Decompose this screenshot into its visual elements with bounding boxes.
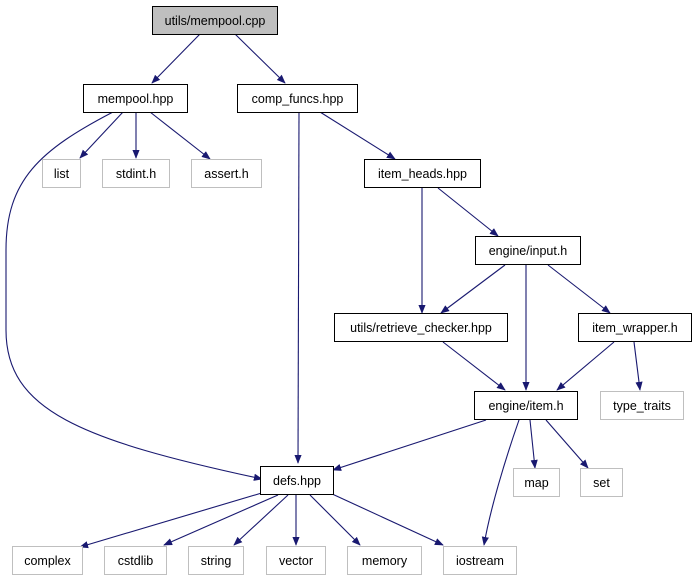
node-item-wrapper-h[interactable]: item_wrapper.h: [578, 313, 692, 342]
edge-mempool-cpp-comp-funcs: [234, 33, 286, 84]
edge-defs-iostream: [329, 492, 444, 546]
edge-wrapper-type-traits: [633, 341, 643, 391]
edge-input-wrapper: [547, 264, 611, 314]
node-list: list: [42, 159, 81, 188]
edge-item-defs: [332, 419, 487, 471]
node-engine-item-h[interactable]: engine/item.h: [474, 391, 578, 420]
edge-mempool-hpp-assert: [149, 111, 211, 160]
edge-retrieve-item: [442, 341, 506, 391]
edge-input-retrieve: [440, 264, 506, 314]
edge-item-set: [545, 419, 589, 469]
node-memory: memory: [347, 546, 422, 575]
edge-comp-funcs-item-heads: [319, 111, 396, 160]
node-type-traits: type_traits: [600, 391, 684, 420]
node-iostream: iostream: [443, 546, 517, 575]
node-stdint-h: stdint.h: [102, 159, 170, 188]
edge-item-map: [529, 419, 538, 469]
node-item-heads-hpp[interactable]: item_heads.hpp: [364, 159, 481, 188]
edge-wrapper-item: [556, 341, 615, 391]
edge-defs-complex: [79, 491, 266, 549]
edge-mempool-hpp-list: [79, 111, 124, 159]
edge-mempool-hpp-defs: [5, 111, 263, 481]
edge-item-heads-engine-input: [437, 187, 499, 237]
node-comp-funcs-hpp[interactable]: comp_funcs.hpp: [237, 84, 358, 113]
node-complex: complex: [12, 546, 83, 575]
edge-mempool-cpp-mempool-hpp: [151, 33, 201, 84]
node-assert-h: assert.h: [191, 159, 262, 188]
edge-defs-cstdlib: [163, 494, 279, 546]
edge-defs-string: [233, 494, 289, 546]
node-set: set: [580, 468, 623, 497]
node-defs-hpp[interactable]: defs.hpp: [260, 466, 334, 495]
node-engine-input-h[interactable]: engine/input.h: [475, 236, 581, 265]
node-utils-retrieve-checker-hpp[interactable]: utils/retrieve_checker.hpp: [334, 313, 508, 342]
edge-comp-funcs-defs: [294, 111, 302, 464]
edge-defs-memory: [309, 494, 361, 546]
node-map: map: [513, 468, 560, 497]
edge-item-iostream: [481, 419, 520, 546]
node-mempool-hpp[interactable]: mempool.hpp: [83, 84, 188, 113]
node-cstdlib: cstdlib: [104, 546, 167, 575]
node-string: string: [188, 546, 244, 575]
node-vector: vector: [266, 546, 326, 575]
node-utils-mempool-cpp: utils/mempool.cpp: [152, 6, 278, 35]
